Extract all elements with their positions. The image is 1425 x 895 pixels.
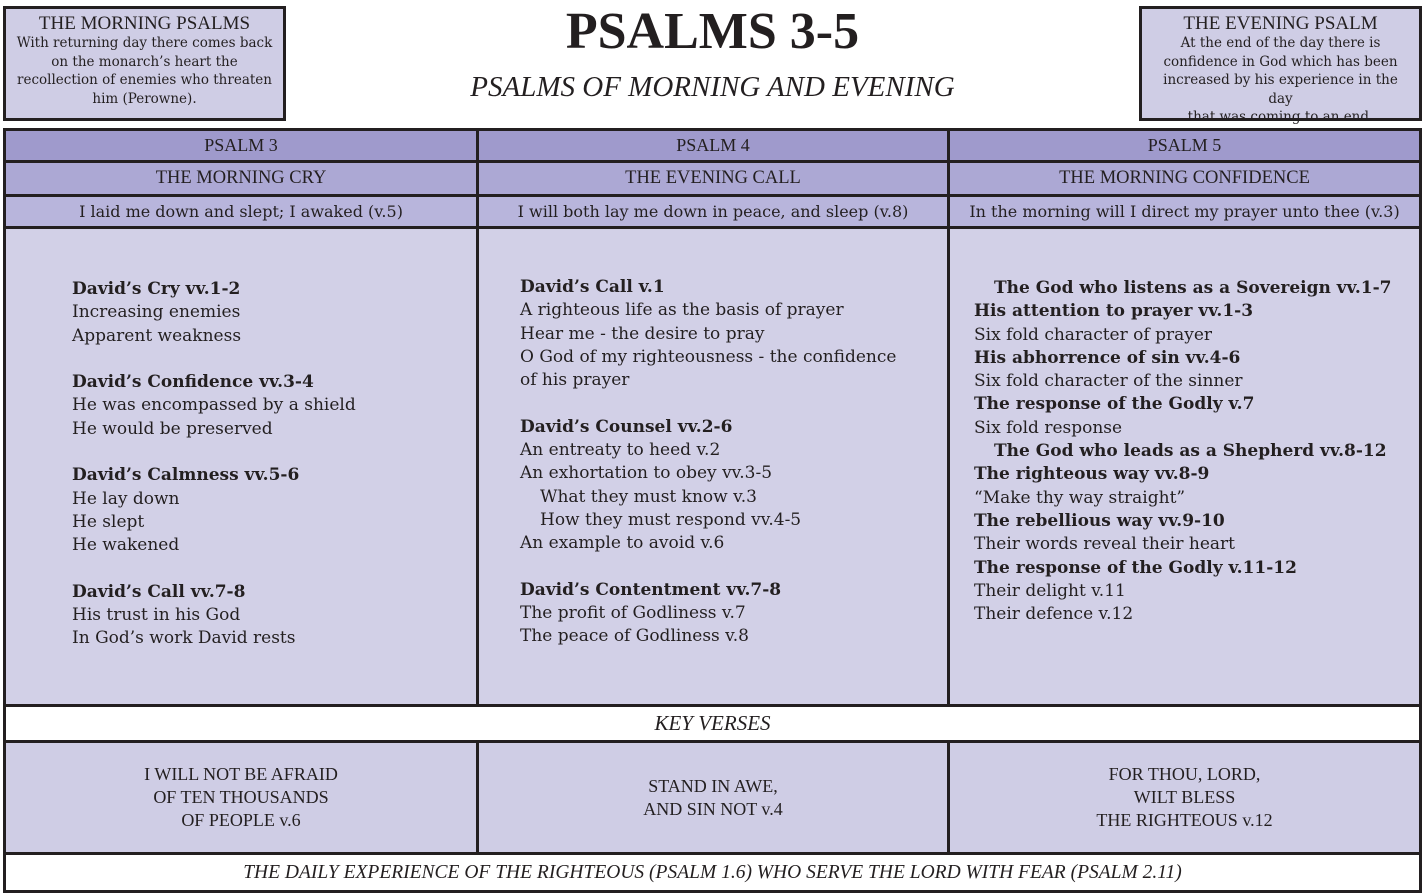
morning-psalms-line: on the monarch’s heart the	[51, 53, 238, 70]
outline-item: An entreaty to heed v.2	[520, 440, 721, 461]
morning-psalms-box: THE MORNING PSALMS With returning day th…	[3, 6, 286, 121]
evening-psalm-line: At the end of the day there is	[1180, 35, 1381, 51]
psalm-4-header: PSALM 4	[479, 131, 950, 163]
psalms-table: PSALM 3 PSALM 4 PSALM 5 THE MORNING CRY …	[3, 128, 1422, 893]
psalm-4-outline: David’s Call v.1 A righteous life as the …	[520, 276, 896, 649]
morning-psalms-line: him (Perowne).	[92, 90, 197, 107]
outline-item: What they must know v.3	[540, 486, 757, 507]
outline-item: An exhortation to obey vv.3-5	[520, 463, 773, 484]
evening-psalm-title: THE EVENING PSALM	[1183, 13, 1378, 34]
outline-heading: David’s Call v.1	[520, 277, 665, 297]
key-verse-line: THE RIGHTEOUS v.12	[1096, 810, 1273, 830]
key-verse-line: FOR THOU, LORD,	[1108, 764, 1261, 784]
outline-heading: The rebellious way vv.9-10	[974, 510, 1225, 531]
outline-heading: The response of the Godly v.11-12	[974, 557, 1297, 578]
outline-item: Their defence v.12	[974, 604, 1134, 625]
key-verse-line: STAND IN AWE,	[648, 775, 778, 796]
outline-heading: David’s Counsel vv.2-6	[520, 416, 733, 437]
outline-heading: The response of the Godly v.7	[974, 394, 1255, 415]
outline-item: Hear me - the desire to pray	[520, 323, 765, 344]
outline-heading: David’s Calmness vv.5-6	[72, 465, 300, 486]
psalm-3-name: THE MORNING CRY	[155, 168, 327, 188]
key-verses-row: KEY VERSES	[6, 707, 1419, 743]
outline-item: How they must respond vv.4-5	[540, 509, 802, 530]
key-verse-line: OF TEN THOUSANDS	[153, 787, 329, 807]
outline-heading: David’s Contentment vv.7-8	[520, 579, 782, 600]
key-verse-line: WILT BLESS	[1133, 787, 1236, 807]
psalm-3-name-cell: THE MORNING CRY	[6, 163, 479, 197]
footer-row: THE DAILY EXPERIENCE OF THE RIGHTEOUS (P…	[6, 855, 1419, 890]
psalm-3-key-verse-cell: I WILL NOT BE AFRAID OF TEN THOUSANDS OF…	[6, 743, 479, 855]
psalm-4-quote-cell: I will both lay me down in peace, and sl…	[479, 197, 950, 229]
psalm-3-header: PSALM 3	[6, 131, 479, 163]
outline-item: of his prayer	[520, 370, 630, 391]
outline-item: A righteous life as the basis of prayer	[520, 300, 844, 321]
psalm-4-outline-cell: David’s Call v.1 A righteous life as the …	[479, 229, 950, 707]
psalm-3-quote: I laid me down and slept; I awaked (v.5)	[79, 202, 403, 221]
outline-heading: His attention to prayer vv.1-3	[974, 301, 1254, 322]
outline-heading: The God who listens as a Sovereign vv.1-…	[994, 278, 1392, 298]
footer-text: THE DAILY EXPERIENCE OF THE RIGHTEOUS (P…	[243, 861, 1182, 883]
outline-heading: The God who leads as a Shepherd vv.8-12	[994, 441, 1387, 462]
psalm-4-name: THE EVENING CALL	[625, 168, 801, 188]
psalm-5-label: PSALM 5	[1147, 135, 1222, 155]
key-verse-line: AND SIN NOT v.4	[643, 798, 783, 819]
evening-psalm-line: that was coming to an end.	[1187, 109, 1374, 125]
psalm-4-quote: I will both lay me down in peace, and sl…	[517, 202, 909, 221]
page-title: PSALMS 3-5	[565, 3, 860, 60]
outline-item: He slept	[72, 511, 145, 532]
psalm-3-quote-cell: I laid me down and slept; I awaked (v.5)	[6, 197, 479, 229]
outline-item: An example to avoid v.6	[520, 533, 725, 554]
key-verse-line: I WILL NOT BE AFRAID	[144, 764, 338, 784]
outline-item: The peace of Godliness v.8	[520, 626, 749, 647]
psalm-3-key-verse: I WILL NOT BE AFRAID OF TEN THOUSANDS OF…	[6, 743, 476, 852]
morning-psalms-line: With returning day there comes back	[16, 35, 273, 51]
psalm-5-name: THE MORNING CONFIDENCE	[1059, 168, 1310, 188]
outline-item: Their words reveal their heart	[974, 534, 1235, 555]
outline-item: Their delight v.11	[974, 580, 1126, 601]
outline-heading: His abhorrence of sin vv.4-6	[974, 347, 1241, 368]
psalm-5-outline-cell: The God who listens as a Sovereign vv.1-…	[950, 229, 1419, 707]
psalm-5-key-verse: FOR THOU, LORD, WILT BLESS THE RIGHTEOUS…	[950, 743, 1419, 852]
outline-item: Six fold character of the sinner	[974, 371, 1243, 392]
outline-item: In God’s work David rests	[72, 628, 296, 649]
morning-psalms-line: recollection of enemies who threaten	[17, 72, 272, 88]
outline-item: He was encompassed by a shield	[72, 395, 356, 416]
outline-item: Apparent weakness	[72, 325, 242, 346]
page-subtitle: PSALMS OF MORNING AND EVENING	[470, 71, 955, 103]
psalm-5-name-cell: THE MORNING CONFIDENCE	[950, 163, 1419, 197]
key-verse-line: OF PEOPLE v.6	[181, 810, 301, 830]
outline-heading: David’s Confidence vv.3-4	[72, 372, 314, 393]
psalm-4-key-verse: STAND IN AWE, AND SIN NOT v.4	[479, 743, 947, 852]
evening-psalm-box: THE EVENING PSALM At the end of the day …	[1139, 6, 1422, 125]
outline-item: Six fold character of prayer	[974, 324, 1212, 345]
psalm-4-key-verse-cell: STAND IN AWE, AND SIN NOT v.4	[479, 743, 950, 855]
morning-psalms-title: THE MORNING PSALMS	[38, 13, 251, 34]
outline-item: “Make thy way straight”	[974, 487, 1186, 508]
outline-heading: The righteous way vv.8-9	[974, 464, 1210, 485]
outline-item: The profit of Godliness v.7	[520, 603, 746, 624]
outline-item: He would be preserved	[72, 418, 273, 439]
psalm-5-outline: The God who listens as a Sovereign vv.1-…	[974, 277, 1391, 626]
outline-item: Six fold response	[974, 417, 1123, 438]
psalm-5-header: PSALM 5	[950, 131, 1419, 163]
psalm-3-label: PSALM 3	[204, 135, 278, 155]
evening-psalm-line: confidence in God which has been	[1163, 53, 1398, 70]
outline-heading: David’s Call vv.7-8	[72, 581, 246, 602]
outline-item: He wakened	[72, 535, 180, 556]
psalm-4-label: PSALM 4	[676, 135, 750, 155]
outline-item: His trust in his God	[72, 605, 241, 626]
key-verses-label: KEY VERSES	[654, 711, 771, 735]
psalm-5-quote-cell: In the morning will I direct my prayer u…	[950, 197, 1419, 229]
outline-heading: David’s Cry vv.1-2	[72, 279, 241, 299]
psalm-5-key-verse-cell: FOR THOU, LORD, WILT BLESS THE RIGHTEOUS…	[950, 743, 1419, 855]
evening-psalm-line: increased by his experience in the day	[1163, 72, 1398, 107]
outline-item: Increasing enemies	[72, 302, 241, 323]
psalm-4-name-cell: THE EVENING CALL	[479, 163, 950, 197]
outline-item: He lay down	[72, 488, 180, 509]
psalm-5-quote: In the morning will I direct my prayer u…	[969, 202, 1400, 221]
outline-item: O God of my righteousness - the confiden…	[520, 346, 897, 367]
